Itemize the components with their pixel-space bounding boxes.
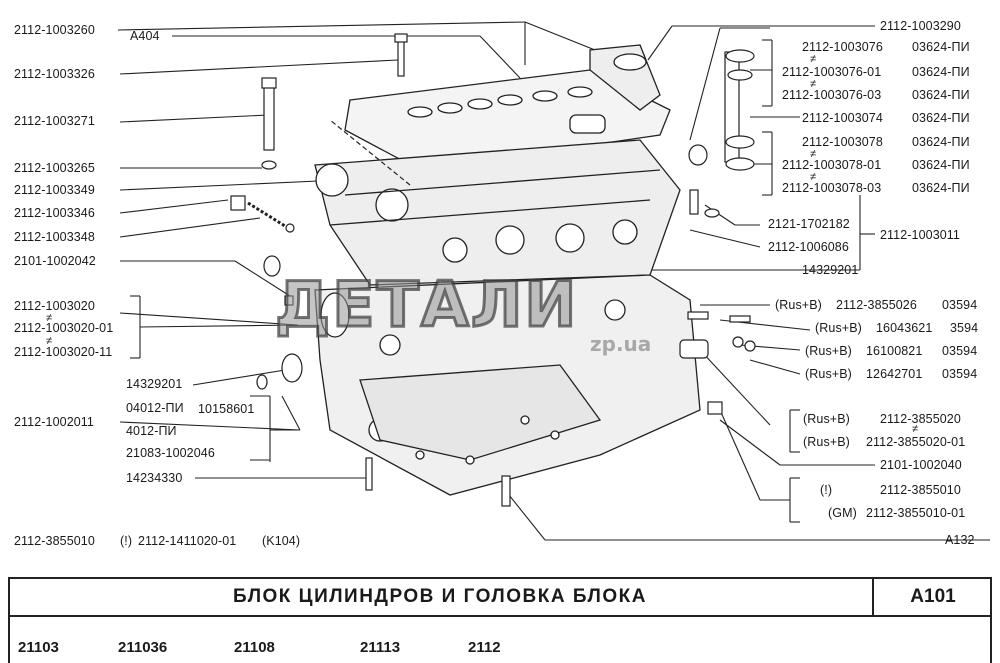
part-label: 03624-ПИ xyxy=(912,135,970,149)
part-label: 2112-3855020 xyxy=(880,412,961,426)
frame-border-right xyxy=(990,577,992,663)
note-label: (!) xyxy=(820,483,833,497)
part-label: 03624-ПИ xyxy=(912,181,970,195)
model-code: 2112 xyxy=(468,639,501,656)
note-label: (Rus+B) xyxy=(815,321,862,335)
not-equal-sign: ≠ xyxy=(912,423,919,435)
part-label: 2112-1003011 xyxy=(880,228,960,242)
note-label: (Rus+B) xyxy=(805,367,852,381)
section-code: A101 xyxy=(874,577,992,615)
part-label: 2112-1003265 xyxy=(14,161,95,175)
part-label: 2112-1003076 xyxy=(802,40,883,54)
part-label: 2112-1003349 xyxy=(14,183,95,197)
part-label: 03594 xyxy=(942,344,978,358)
part-label: 2112-3855010 xyxy=(880,483,961,497)
not-equal-sign: ≠ xyxy=(810,78,817,90)
part-label: 03624-ПИ xyxy=(912,65,970,79)
part-label: 2112-1003020 xyxy=(14,299,95,313)
part-label: 2112-1003076-03 xyxy=(782,88,882,102)
part-label: 3594 xyxy=(950,321,979,335)
part-label: 2112-1003271 xyxy=(14,114,95,128)
note-label: (Rus+B) xyxy=(803,412,850,426)
part-label: 03594 xyxy=(942,367,978,381)
part-label: 14329201 xyxy=(802,263,859,277)
part-label: 2112-1003078-03 xyxy=(782,181,882,195)
part-label: 16043621 xyxy=(876,321,933,335)
part-label: 03624-ПИ xyxy=(912,158,970,172)
part-label: 12642701 xyxy=(866,367,923,381)
ref-label: (K104) xyxy=(262,534,301,548)
parts-diagram: ДЕТАЛИ zp.ua 2112-1003260 A404 2112-1003… xyxy=(14,19,990,548)
model-code: 21113 xyxy=(360,639,401,656)
model-code: 21103 xyxy=(18,639,59,656)
part-label: 2112-1003078-01 xyxy=(782,158,882,172)
watermark-text: ДЕТАЛИ xyxy=(273,267,579,343)
part-label: 4012-ПИ xyxy=(126,424,177,438)
ref-label: A404 xyxy=(130,29,160,43)
part-label: 2112-1003078 xyxy=(802,135,883,149)
engine-illustration xyxy=(117,21,990,541)
part-label: 2112-1003260 xyxy=(14,23,95,37)
not-equal-sign: ≠ xyxy=(810,171,817,183)
part-label: 2112-1003326 xyxy=(14,67,95,81)
not-equal-sign: ≠ xyxy=(810,148,817,160)
section-title: БЛОК ЦИЛИНДРОВ И ГОЛОВКА БЛОКА xyxy=(8,577,874,615)
not-equal-sign: ≠ xyxy=(46,335,53,347)
note-label: (GM) xyxy=(828,506,857,520)
part-label: 2112-1006086 xyxy=(768,240,849,254)
part-label: 03594 xyxy=(942,298,978,312)
part-label: 2112-3855026 xyxy=(836,298,917,312)
part-label: 2121-1702182 xyxy=(768,217,850,231)
part-label: 2101-1002040 xyxy=(880,458,962,472)
part-label: 2112-1003290 xyxy=(880,19,961,33)
part-label: 03624-ПИ xyxy=(912,88,970,102)
part-label: 14329201 xyxy=(126,377,183,391)
note-label: (Rus+B) xyxy=(805,344,852,358)
part-label: 2112-1003020-11 xyxy=(14,345,113,359)
part-label: 10158601 xyxy=(198,402,255,416)
not-equal-sign: ≠ xyxy=(46,312,53,324)
part-label: 2112-1003348 xyxy=(14,230,95,244)
not-equal-sign: ≠ xyxy=(810,53,817,65)
part-label: 03624-ПИ xyxy=(912,111,970,125)
model-list: 21103 211036 21108 21113 2112 xyxy=(8,615,992,663)
part-label: 2112-1003076-01 xyxy=(782,65,882,79)
part-label: 2112-1003020-01 xyxy=(14,321,114,335)
part-label: 2112-1003074 xyxy=(802,111,883,125)
part-label: 14234330 xyxy=(126,471,183,485)
part-label: 2112-1411020-01 xyxy=(138,534,237,548)
part-label: 2112-3855020-01 xyxy=(866,435,966,449)
part-label: 2101-1002042 xyxy=(14,254,96,268)
part-label: 21083-1002046 xyxy=(126,446,215,460)
figure-ref: A132 xyxy=(945,533,975,547)
model-code: 21108 xyxy=(234,639,275,656)
part-label: 2112-1002011 xyxy=(14,415,94,429)
part-label: 2112-3855010-01 xyxy=(866,506,966,520)
model-code: 211036 xyxy=(118,639,168,656)
part-label: 2112-3855010 xyxy=(14,534,95,548)
part-label: 03624-ПИ xyxy=(912,40,970,54)
frame-border-left xyxy=(8,577,10,663)
part-label: 16100821 xyxy=(866,344,923,358)
note-label: (Rus+B) xyxy=(803,435,850,449)
part-label: 04012-ПИ xyxy=(126,401,184,415)
part-label: 2112-1003346 xyxy=(14,206,95,220)
watermark-subtext: zp.ua xyxy=(590,332,652,356)
note-label: (Rus+B) xyxy=(775,298,822,312)
note-label: (!) xyxy=(120,534,133,548)
